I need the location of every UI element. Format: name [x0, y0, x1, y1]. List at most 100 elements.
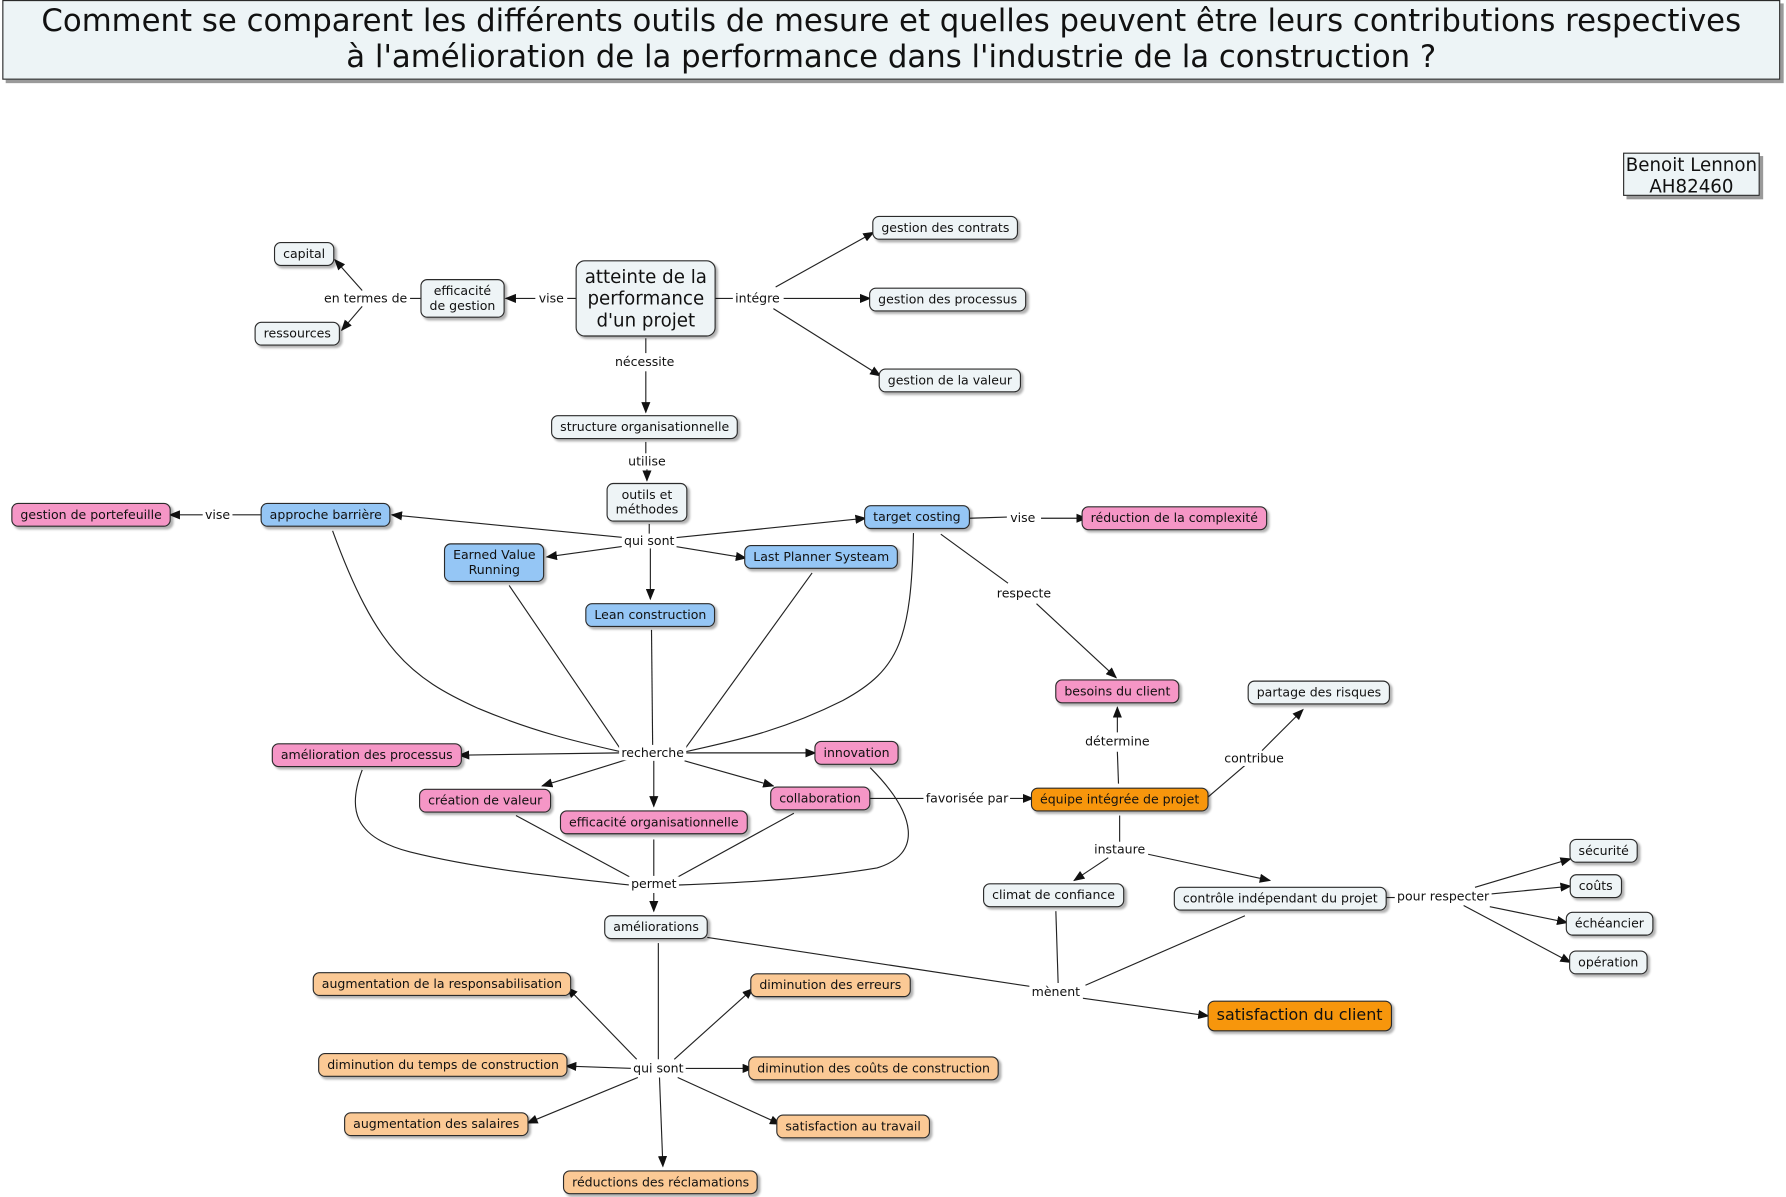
concept-couts-construction[interactable]: diminution des coûts de construction	[748, 1056, 1000, 1081]
link-equipe-determine	[1116, 751, 1120, 784]
link-label-vise-1: vise	[536, 291, 567, 306]
link-label-vise-3: vise	[1007, 510, 1038, 526]
author-name: Benoit Lennon	[1625, 153, 1758, 176]
link-lastplanner-recherche	[684, 572, 813, 750]
link-target-respecte	[940, 533, 1009, 584]
concept-climat[interactable]: climat de confiance	[983, 883, 1125, 908]
concept-salaires[interactable]: augmentation des salaires	[344, 1112, 529, 1137]
concept-couts[interactable]: coûts	[1569, 874, 1622, 899]
link-pourrespecter-couts	[1489, 882, 1572, 895]
concept-temps[interactable]: diminution du temps de construction	[318, 1053, 569, 1077]
concept-satisfaction-client[interactable]: satisfaction du client	[1207, 1000, 1392, 1032]
link-integre-valeur	[773, 308, 882, 377]
link-collaboration-permet	[677, 812, 795, 878]
link-label-recherche: recherche	[619, 745, 687, 761]
link-ameliorations-menent	[707, 936, 1030, 987]
concept-resp[interactable]: augmentation de la responsabilisation	[312, 972, 572, 997]
link-label-determine: détermine	[1082, 734, 1152, 749]
concept-ameliorations[interactable]: améliorations	[604, 915, 708, 940]
link-target-vise	[969, 516, 1007, 519]
concept-approche-barriere[interactable]: approche barrière	[260, 502, 391, 527]
concept-controle[interactable]: contrôle indépendant du projet	[1173, 886, 1387, 911]
concept-equipe[interactable]: équipe intégrée de projet	[1030, 787, 1209, 812]
concept-diminution-erreurs[interactable]: diminution des erreurs	[750, 973, 911, 998]
link-quisont-target	[676, 514, 867, 539]
link-creation-permet	[515, 815, 631, 878]
link-label-en-termes-de: en termes de	[321, 291, 410, 306]
link-instaure-controle	[1147, 853, 1272, 883]
link-respecte-besoins	[1036, 603, 1118, 679]
link-label-pour-respecter: pour respecter	[1394, 888, 1492, 904]
link-menent-satisfaction	[1079, 997, 1210, 1020]
concept-capital[interactable]: capital	[273, 242, 335, 266]
link-integre-contrats	[775, 231, 875, 288]
concept-echeancier[interactable]: échéancier	[1565, 911, 1654, 936]
map-title: Comment se comparent les différents outi…	[2, 0, 1781, 80]
concept-ressources[interactable]: ressources	[254, 321, 341, 346]
concept-securite[interactable]: sécurité	[1569, 838, 1638, 863]
link-label-utilise: utilise	[625, 453, 668, 469]
concept-partage-risques[interactable]: partage des risques	[1247, 680, 1391, 705]
concept-reduction-complexite[interactable]: réduction de la complexité	[1081, 506, 1268, 531]
link-quisont-resp	[566, 986, 638, 1060]
concept-structure[interactable]: structure organisationnelle	[551, 415, 739, 440]
link-amelioration-permet	[354, 769, 630, 886]
concept-target-costing[interactable]: target costing	[864, 505, 970, 530]
link-pourrespecter-securite	[1474, 857, 1572, 888]
concept-efficacite-org[interactable]: efficacité organisationnelle	[559, 810, 748, 835]
link-climat-menent	[1055, 911, 1059, 983]
author-code: AH82460	[1649, 175, 1734, 198]
link-target-recherche	[685, 533, 915, 753]
concept-operation[interactable]: opération	[1569, 950, 1648, 975]
concept-gestion-contrats[interactable]: gestion des contrats	[872, 215, 1019, 240]
link-label-favorisee-par: favorisée par	[923, 791, 1011, 806]
link-entermes-capital	[334, 258, 363, 291]
link-recherche-amelioration	[457, 750, 621, 760]
concept-satisfaction-travail[interactable]: satisfaction au travail	[776, 1114, 930, 1139]
link-contribue-partage	[1261, 708, 1304, 752]
link-label-integre: intégre	[732, 291, 783, 306]
link-quisont-earned	[545, 545, 629, 561]
concept-collaboration[interactable]: collaboration	[770, 786, 871, 811]
link-recherche-collaboration	[684, 760, 775, 788]
link-equipe-contribue	[1204, 764, 1246, 801]
link-controle-menent	[1085, 915, 1246, 986]
link-instaure-climat	[1073, 857, 1109, 882]
link-earned-recherche	[508, 585, 622, 750]
link-quisont-salaires	[526, 1076, 639, 1124]
title-line-2: à l'amélioration de la performance dans …	[346, 39, 1437, 76]
concept-creation-valeur[interactable]: création de valeur	[419, 788, 552, 813]
concept-gestion-valeur[interactable]: gestion de la valeur	[878, 368, 1022, 393]
link-quisont-travail	[677, 1076, 782, 1125]
link-label-qui-sont-1: qui sont	[621, 533, 677, 549]
link-approche-recherche	[332, 530, 621, 753]
link-label-vise-2: vise	[202, 507, 233, 523]
author-box: Benoit Lennon AH82460	[1623, 152, 1760, 198]
concept-lean[interactable]: Lean construction	[585, 603, 716, 628]
link-label-qui-sont-2: qui sont	[630, 1060, 686, 1076]
link-quisont-reclamations	[657, 1077, 668, 1168]
link-label-necessite: nécessite	[612, 354, 677, 370]
concept-besoins-client[interactable]: besoins du client	[1055, 679, 1180, 704]
link-label-respecte: respecte	[994, 586, 1054, 601]
link-label-menent: mènent	[1029, 984, 1083, 1000]
concept-innovation[interactable]: innovation	[814, 740, 899, 765]
link-pourrespecter-echeancier	[1489, 906, 1569, 925]
link-quisont-temps	[564, 1061, 634, 1072]
concept-gestion-portefeuille[interactable]: gestion de portefeuille	[11, 502, 171, 527]
link-recherche-creation	[541, 759, 627, 788]
concept-reclamations[interactable]: réductions des réclamations	[562, 1170, 759, 1195]
concept-last-planner[interactable]: Last Planner Systeam	[744, 545, 899, 569]
link-quisont-erreurs	[673, 987, 754, 1060]
link-label-permet: permet	[628, 876, 679, 892]
concept-amelioration-processus[interactable]: amélioration des processus	[271, 743, 462, 768]
concept-gestion-processus[interactable]: gestion des processus	[869, 287, 1027, 312]
title-line-1: Comment se comparent les différents outi…	[41, 3, 1742, 39]
link-label-instaure: instaure	[1091, 842, 1148, 858]
